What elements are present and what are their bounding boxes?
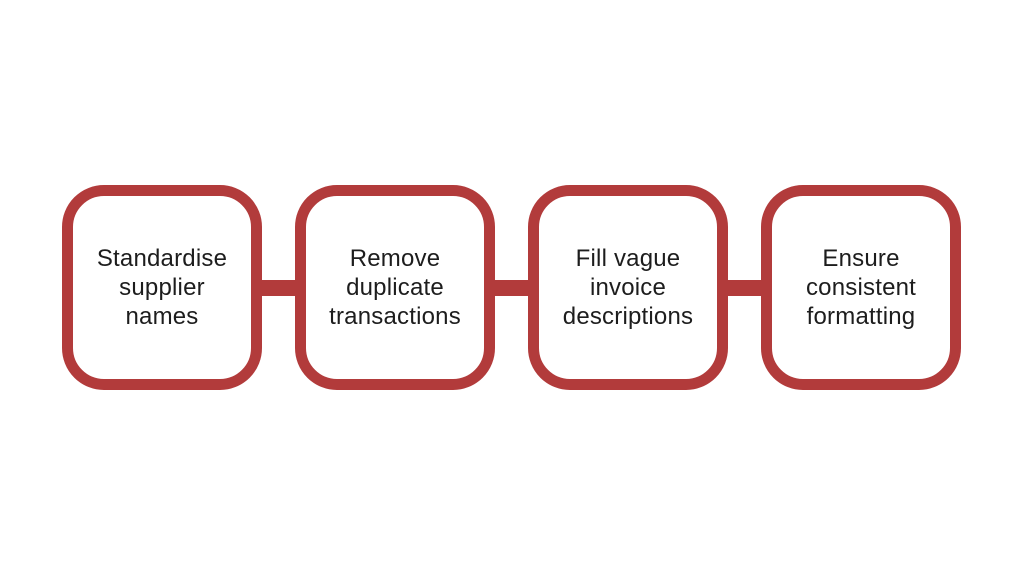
flow-connector-3	[728, 279, 761, 296]
flow-step-label: Remove duplicate transactions	[329, 245, 461, 330]
flow-step-label: Ensure consistent formatting	[805, 245, 917, 330]
flow-step-fill-vague-invoice-descriptions: Fill vague invoice descriptions	[528, 185, 728, 390]
process-flow: Standardise supplier names Remove duplic…	[62, 185, 961, 390]
flow-step-label: Standardise supplier names	[96, 245, 228, 330]
flow-step-standardise-supplier-names: Standardise supplier names	[62, 185, 262, 390]
flow-step-remove-duplicate-transactions: Remove duplicate transactions	[295, 185, 495, 390]
flow-step-ensure-consistent-formatting: Ensure consistent formatting	[761, 185, 961, 390]
flow-connector-1	[262, 279, 295, 296]
flow-step-label: Fill vague invoice descriptions	[562, 245, 694, 330]
flow-connector-2	[495, 279, 528, 296]
